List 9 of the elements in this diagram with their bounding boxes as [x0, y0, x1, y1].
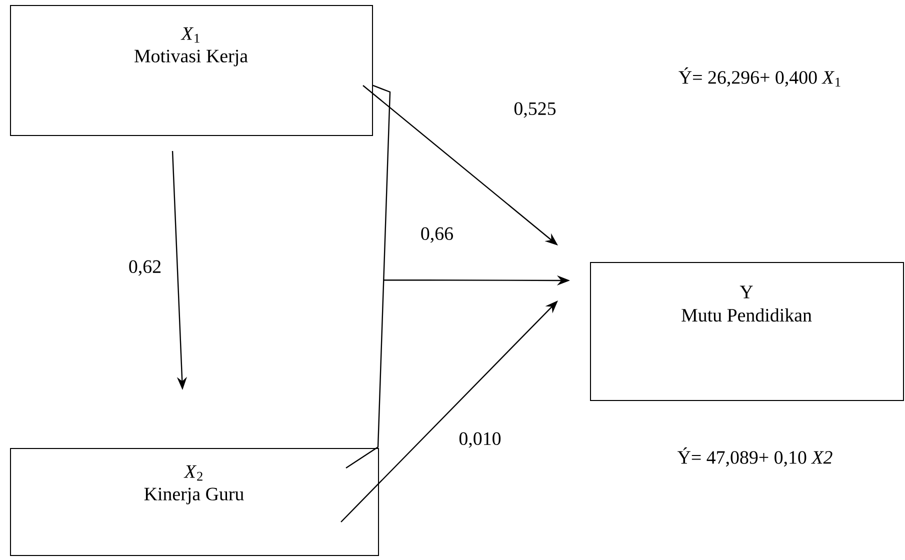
- edge-label: 0,010: [459, 432, 501, 448]
- process-box: Y Mutu Pendidikan: [590, 262, 904, 401]
- edge-label: 0,525: [514, 102, 556, 118]
- process-box: X$_{2}$ Kinerja Guru: [10, 448, 379, 556]
- regression-equation: Ý= 47,089+ 0,10 X2: [678, 447, 832, 467]
- edge-label: 0,62: [129, 260, 161, 276]
- edge-label: 0,66: [421, 227, 453, 243]
- regression-equation: Ý= 26,296+ 0,400 X$_{1}$: [678, 67, 840, 87]
- process-box: X$_{1}$ Motivasi Kerja: [10, 5, 373, 136]
